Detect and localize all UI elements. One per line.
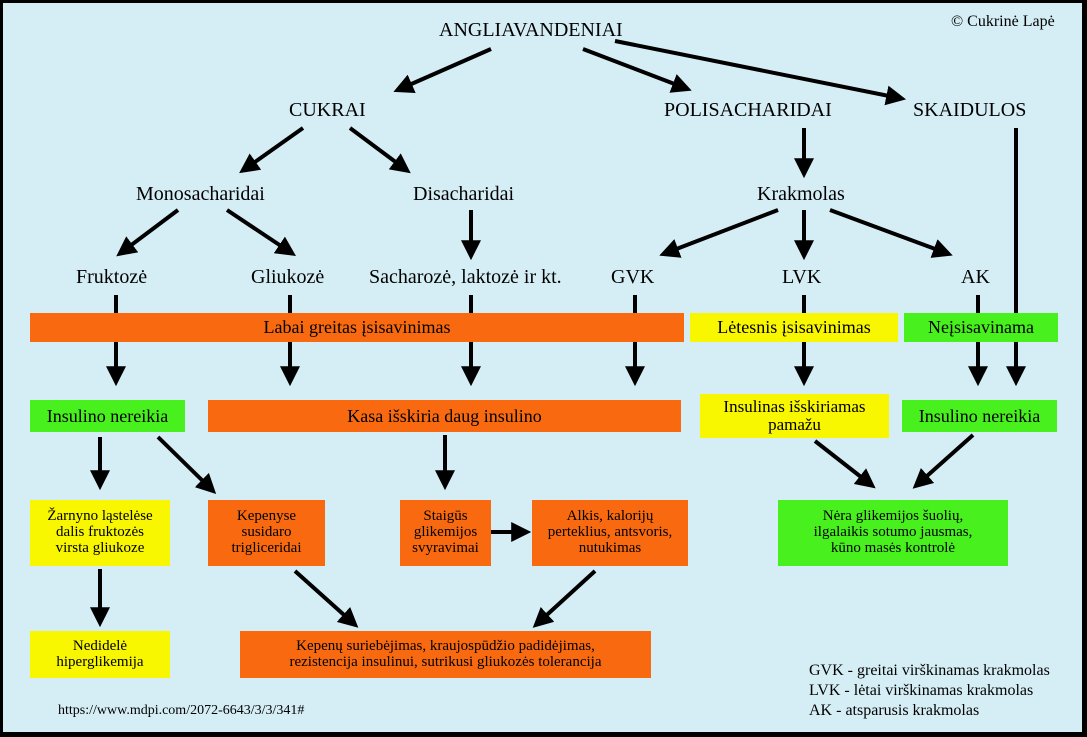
node-sugars: CUKRAI — [289, 99, 366, 121]
box-insulin-slow: Insulinas išskiriamas pamažu — [700, 394, 889, 438]
arrow-starch-ak — [829, 208, 953, 258]
node-disaccharides: Disacharidai — [413, 183, 515, 205]
node-ak: AK — [961, 266, 990, 288]
legend: GVK - greitai virškinamas krakmolas LVK … — [809, 661, 1050, 721]
bar-fast-absorption: Labai greitas įsisavinimas — [30, 313, 684, 342]
arrow-root-fiber — [614, 39, 907, 106]
arrow-mono-glucose — [225, 208, 296, 256]
box-no-spikes: Nėra glikemijos šuolių, ilgalaikis sotum… — [778, 500, 1008, 566]
arrow-hunger-fat — [532, 569, 597, 628]
node-fiber: SKAIDULOS — [913, 99, 1027, 121]
node-fructose: Fruktozė — [76, 266, 148, 288]
bar-not-absorbed: Neįsisavinama — [904, 313, 1058, 342]
box-glycemic-swings: Staigūs glikemijos svyravimai — [400, 500, 491, 566]
box-hyperglycemia: Nedidelė hiperglikemija — [30, 631, 170, 678]
node-starch: Krakmolas — [757, 183, 845, 205]
box-hunger-obesity: Alkis, kalorijų perteklius, antsvoris, n… — [532, 500, 688, 566]
box-no-insulin-right: Insulino nereikia — [902, 400, 1057, 432]
arrow-starch-gvk — [659, 208, 779, 258]
box-intestine: Žarnyno ląstelėse dalis fruktozės virsta… — [30, 500, 170, 566]
arrow-sugars-di — [348, 126, 411, 174]
copyright-label: © Cukrinė Lapė — [951, 13, 1055, 30]
arrow-mono-fructose — [116, 208, 180, 257]
node-lvk: LVK — [782, 266, 822, 288]
node-monosaccharides: Monosacharidai — [136, 183, 265, 205]
box-pancreas-insulin: Kasa išskiria daug insulino — [208, 400, 681, 432]
source-url: https://www.mdpi.com/2072-6643/3/3/341# — [58, 703, 305, 718]
arrow-root-polysaccharides — [582, 47, 692, 93]
legend-item-lvk: LVK - lėtai virškinamas krakmolas — [809, 682, 1034, 699]
node-polysaccharides: POLISACHARIDAI — [664, 99, 832, 121]
arrow-insslow-nospikes — [813, 439, 876, 489]
box-liver-triglycerides: Kepenyse susidaro trigliceridai — [208, 500, 325, 566]
legend-item-ak: AK - atsparusis krakmolas — [809, 702, 980, 719]
arrow-sugars-mono — [239, 126, 305, 174]
node-carbohydrates: ANGLIAVANDENIAI — [439, 19, 623, 41]
arrow-root-sugars — [393, 47, 492, 94]
arrow-liver-fat — [293, 569, 359, 628]
box-no-insulin-left: Insulino nereikia — [30, 400, 185, 432]
node-gvk: GVK — [611, 266, 655, 288]
bar-slower-absorption: Lėtesnis įsisavinimas — [690, 313, 898, 342]
node-sucrose-lactose: Sacharozė, laktozė ir kt. — [369, 266, 562, 288]
node-glucose: Gliukozė — [251, 266, 325, 288]
box-liver-fat: Kepenų suriebėjimas, kraujospūdžio padid… — [240, 631, 651, 678]
arrow-noins-liver — [156, 435, 217, 495]
arrow-noinsright-nospikes — [912, 433, 975, 489]
legend-item-gvk: GVK - greitai virškinamas krakmolas — [809, 662, 1050, 679]
